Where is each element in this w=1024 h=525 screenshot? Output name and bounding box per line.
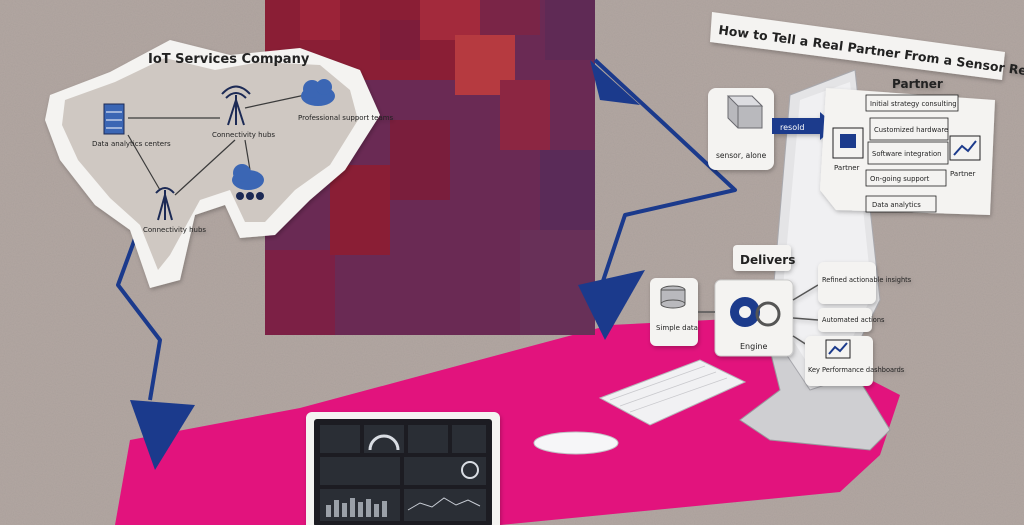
resold-label: resold [780, 123, 804, 132]
arrow-right-head [578, 270, 645, 340]
engine-label: Engine [740, 342, 767, 351]
arrow-top-wedge [590, 60, 640, 105]
label-data-centers: Data analytics centers [92, 140, 171, 148]
map-title: IoT Services Company [148, 52, 310, 67]
output-kpi: Key Performance dashboards [808, 366, 905, 374]
antenna-icon [221, 85, 251, 126]
blue-arrows [116, 58, 737, 401]
antenna-icon-bottom [155, 187, 175, 221]
mouse [533, 431, 619, 455]
output-insights: Refined actionable insights [822, 276, 912, 284]
engine-gear-icon [730, 297, 781, 327]
arrow-left-head [130, 400, 195, 470]
kpi-chart-icon [828, 342, 848, 355]
database-icon [660, 285, 686, 309]
cloud-icon [301, 79, 335, 106]
server-icon [103, 103, 125, 135]
step-4: On-going support [870, 175, 930, 183]
label-support: Professional support teams [298, 114, 394, 122]
step-5: Data analytics [872, 201, 921, 209]
step-1: Initial strategy consulting [870, 100, 957, 108]
monitor-chart-icon [953, 140, 977, 156]
sensor-alone-label: sensor, alone [716, 151, 767, 160]
output-actions: Automated actions [822, 316, 885, 324]
arrow-left-path [116, 224, 162, 401]
label-connectivity-top: Connectivity hubs [212, 131, 275, 139]
map-sticker: IoT Services Company Data analytics cent… [45, 40, 394, 288]
keyboard [598, 359, 747, 426]
partner-left-label: Partner [834, 164, 860, 172]
chip-icon [840, 134, 856, 148]
partner-heading: Partner [892, 77, 943, 91]
simple-data-label: Simple data [656, 324, 698, 332]
partner-right-label: Partner [950, 170, 976, 178]
sensor-box-icon [726, 95, 764, 129]
step-2: Customized hardware [874, 126, 948, 134]
arrow-right-path [593, 58, 737, 291]
delivers-title: Delivers [740, 253, 795, 267]
step-3: Software integration [872, 150, 941, 158]
delivers-sticker: Delivers Simple data Engine Refined acti… [650, 245, 912, 386]
dashboard-tablet [306, 412, 500, 525]
team-cloud-icon [232, 164, 264, 200]
label-connectivity-bottom: Connectivity hubs [143, 226, 206, 234]
